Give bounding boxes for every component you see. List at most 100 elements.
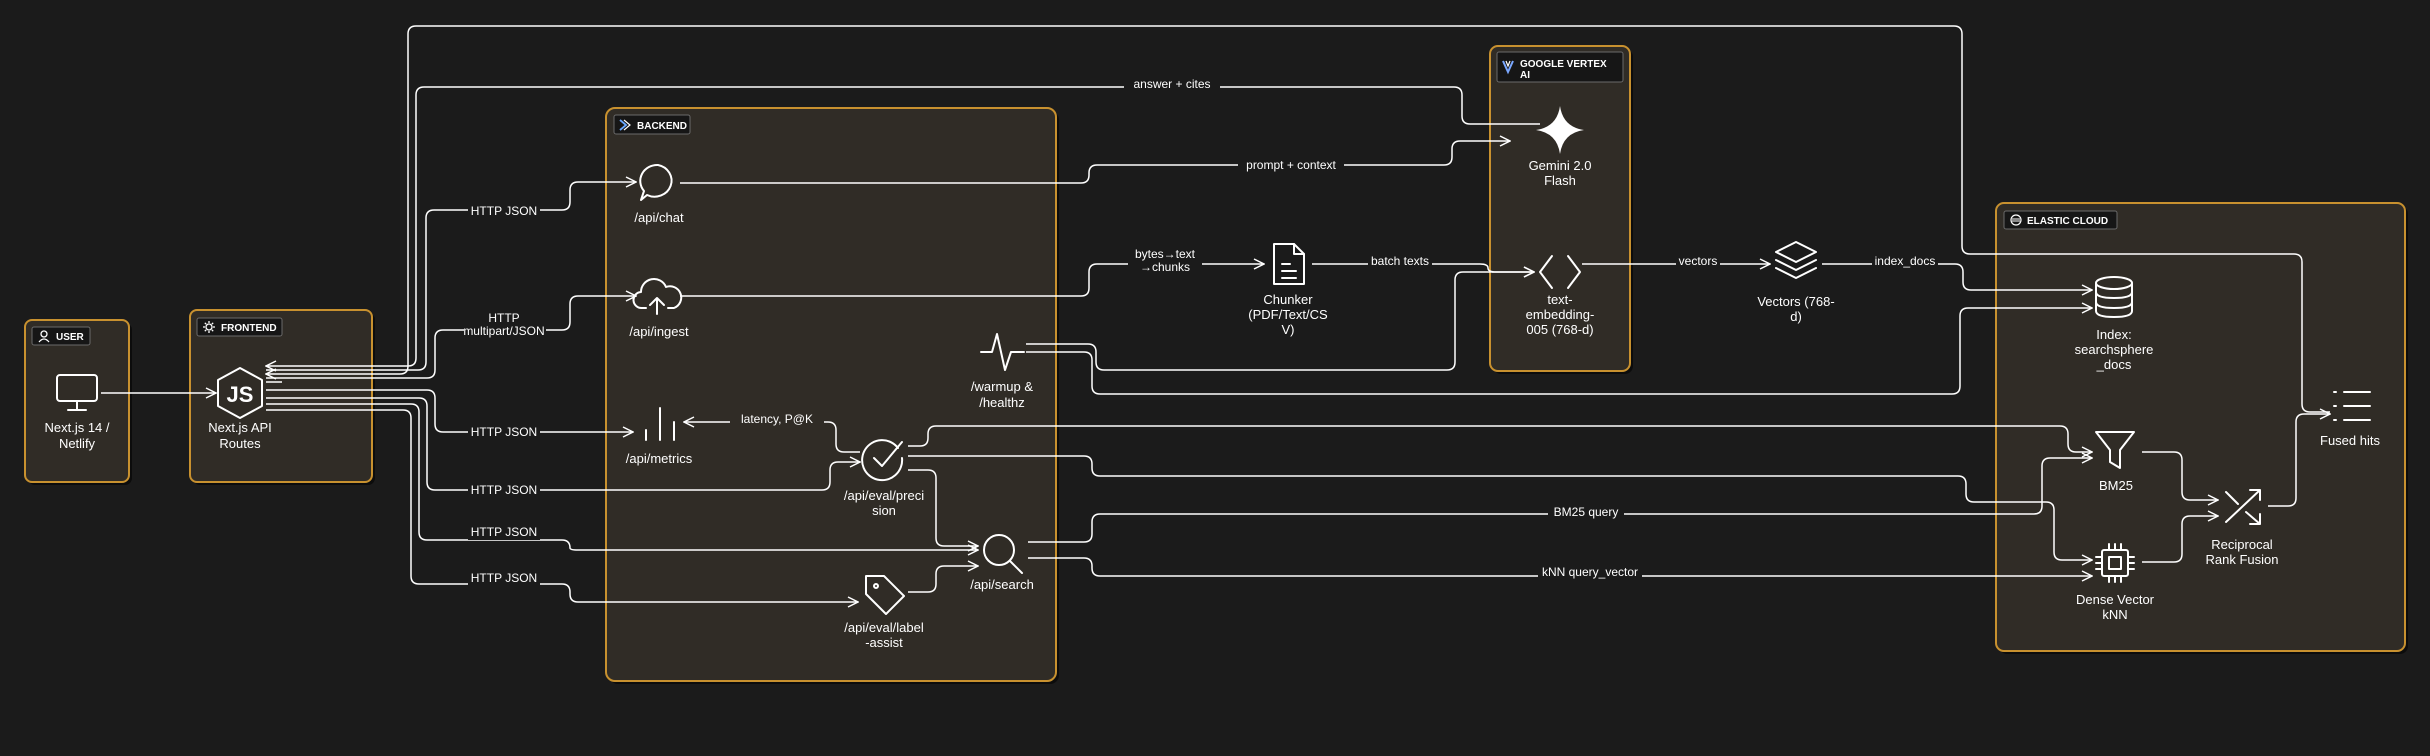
check-circle-icon: [861, 439, 904, 482]
node-rrf[interactable]: Reciprocal Rank Fusion: [2206, 489, 2279, 567]
node-label-search: /api/search: [970, 577, 1034, 592]
node-api-routes[interactable]: JS Next.js API Routes: [208, 367, 272, 451]
group-badge-user: USER: [31, 326, 91, 346]
edge-label-bm25-query: BM25 query: [1554, 505, 1619, 519]
group-title-backend: BACKEND: [637, 121, 687, 132]
edge-frontend-precision: [266, 397, 860, 491]
node-label-label-assist-2: -assist: [865, 635, 903, 650]
node-label-label-assist-1: /api/eval/label: [844, 620, 924, 635]
edge-label-bytes-text-2: →chunks: [1140, 260, 1190, 274]
group-badge-frontend: FRONTEND: [196, 317, 283, 337]
node-gemini[interactable]: Gemini 2.0 Flash: [1529, 106, 1592, 188]
group-vertex: GOOGLE VERTEX AI: [1489, 45, 1633, 374]
node-label-nextjs-netlify-2: Netlify: [59, 436, 96, 451]
node-label-index-1: Index:: [2096, 327, 2131, 342]
sparkle-icon: [1536, 106, 1584, 154]
node-label-index-3: _docs: [2096, 357, 2132, 372]
edge-label-answer-cites: answer + cites: [1133, 77, 1210, 91]
node-api-chat[interactable]: /api/chat: [634, 163, 684, 225]
edge-label-http-json-precision: HTTP JSON: [471, 483, 537, 497]
node-label-warmup-1: /warmup &: [971, 379, 1033, 394]
group-title-vertex-line2: AI: [1520, 70, 1530, 81]
edge-knn-query: [1028, 557, 2092, 576]
list-icon: [2333, 391, 2371, 421]
edge-label-http-json-chat: HTTP JSON: [471, 204, 537, 218]
node-nextjs-netlify[interactable]: Next.js 14 / Netlify: [44, 374, 110, 451]
node-label-index-2: searchsphere: [2075, 342, 2154, 357]
edge-label-search: [908, 566, 978, 593]
node-label-vectors-1: Vectors (768-: [1757, 294, 1834, 309]
group-title-user: USER: [56, 332, 85, 343]
code-brackets-icon: [1539, 255, 1581, 289]
edge-label-http-json-label: HTTP JSON: [471, 571, 537, 585]
edge-label-latency-pk: latency, P@K: [741, 412, 813, 426]
node-label-ingest: /api/ingest: [629, 324, 689, 339]
node-label-bm25: BM25: [2099, 478, 2133, 493]
node-label-precision-2: sion: [872, 503, 896, 518]
vertex-logo-icon: [1502, 60, 1514, 75]
node-label-chunker-3: V): [1282, 322, 1295, 337]
node-label-vectors-2: d): [1790, 309, 1802, 324]
edge-label-prompt-context: prompt + context: [1246, 158, 1336, 172]
node-api-ingest[interactable]: /api/ingest: [629, 278, 689, 339]
group-title-frontend: FRONTEND: [221, 323, 277, 334]
node-index[interactable]: Index: searchsphere _docs: [2075, 276, 2154, 372]
gear-icon: [203, 321, 215, 333]
node-warmup[interactable]: /warmup & /healthz: [971, 333, 1033, 410]
nodejs-hexagon-icon: JS: [217, 367, 263, 419]
node-api-metrics[interactable]: /api/metrics: [626, 407, 693, 466]
node-label-dense-2: kNN: [2102, 607, 2127, 622]
edge-rrf-fused: [2268, 414, 2330, 507]
node-label-chunker-1: Chunker: [1263, 292, 1313, 307]
edge-fused-to-frontend: [266, 25, 2330, 413]
tag-icon: [865, 575, 905, 615]
edge-label-http-multipart-2: multipart/JSON: [463, 324, 544, 338]
node-label-rrf-2: Rank Fusion: [2206, 552, 2279, 567]
edge-precision-bm25: [908, 425, 2092, 452]
node-label-warmup-2: /healthz: [979, 395, 1025, 410]
edge-precision-dense: [908, 455, 2092, 560]
node-api-search[interactable]: /api/search: [970, 534, 1034, 592]
edges: [101, 25, 2330, 602]
edge-label-bytes-text-1: bytes→text: [1135, 247, 1196, 261]
node-vectors[interactable]: Vectors (768- d): [1757, 241, 1835, 324]
edge-answer-cites: [266, 86, 1540, 366]
edge-warmup-index: [1026, 308, 2092, 395]
node-label-chunker-2: (PDF/Text/CS: [1248, 307, 1328, 322]
edge-label-vectors: vectors: [1679, 254, 1718, 268]
edge-label-http-json-search: HTTP JSON: [471, 525, 537, 539]
node-dense[interactable]: Dense Vector kNN: [2076, 543, 2155, 622]
edge-ingest-chunker: [680, 264, 1264, 297]
node-label-nextjs-netlify-1: Next.js 14 /: [44, 420, 109, 435]
node-label-fused: Fused hits: [2320, 433, 2380, 448]
edge-frontend-metrics: [266, 389, 633, 432]
node-fused[interactable]: Fused hits: [2320, 391, 2380, 448]
node-embedding[interactable]: text- embedding- 005 (768-d): [1526, 255, 1595, 337]
node-label-precision-1: /api/eval/preci: [844, 488, 924, 503]
node-label-gemini-1: Gemini 2.0: [1529, 158, 1592, 173]
node-label-api-routes-1: Next.js API: [208, 420, 272, 435]
edge-warmup-embedding: [1026, 272, 1534, 371]
edge-precision-search: [908, 469, 978, 546]
layers-icon: [1775, 241, 1817, 279]
cloud-upload-icon: [632, 278, 683, 315]
chevron-icon: [619, 119, 631, 131]
node-chunker[interactable]: Chunker (PDF/Text/CS V): [1248, 243, 1328, 337]
monitor-icon: [56, 374, 98, 411]
node-api-label-assist[interactable]: /api/eval/label -assist: [844, 575, 924, 650]
group-elastic: ELASTIC CLOUD: [1995, 202, 2408, 654]
edge-frontend-search: [266, 403, 978, 550]
node-api-precision[interactable]: /api/eval/preci sion: [844, 439, 924, 518]
node-bm25[interactable]: BM25: [2095, 431, 2135, 493]
edge-label-index-docs: index_docs: [1875, 254, 1936, 268]
node-label-embedding-1: text-: [1547, 292, 1572, 307]
edge-label-http-json-metrics: HTTP JSON: [471, 425, 537, 439]
edge-bm25-query: [1028, 458, 2092, 543]
database-icon: [2095, 276, 2133, 318]
node-label-embedding-2: embedding-: [1526, 307, 1595, 322]
node-label-rrf-1: Reciprocal: [2211, 537, 2273, 552]
edge-label-http-multipart-1: HTTP: [488, 311, 519, 325]
document-icon: [1273, 243, 1305, 285]
group-title-vertex-line1: GOOGLE VERTEX: [1520, 59, 1607, 70]
